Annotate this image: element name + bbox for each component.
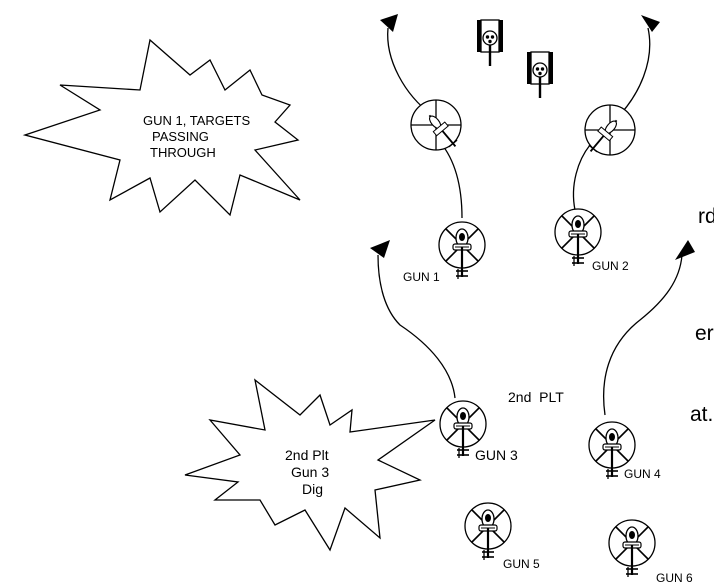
helicopter-icon bbox=[463, 501, 513, 562]
platoon-label: 2nd PLT bbox=[508, 389, 564, 405]
path-gun3-forward bbox=[377, 254, 456, 399]
path-gun2-approach bbox=[572, 144, 591, 211]
cropped-text-er: er bbox=[695, 322, 714, 345]
callout-burst-top: GUN 1, TARGETS PASSING THROUGH bbox=[22, 38, 301, 217]
callout-top-line-3: THROUGH bbox=[150, 145, 216, 160]
target-crosshair-right bbox=[584, 104, 636, 156]
callout-burst-bottom: 2nd Plt Gun 3 Dig bbox=[184, 378, 436, 552]
cropped-text-rd: rd bbox=[698, 205, 714, 228]
callout-bottom-line-2: Gun 3 bbox=[291, 464, 329, 480]
gun-6: GUN 6 bbox=[607, 518, 693, 585]
gun-1-label: GUN 1 bbox=[403, 270, 440, 284]
cropped-text-at: at. bbox=[690, 403, 714, 426]
helicopter-icon bbox=[437, 220, 487, 281]
enemy-tank-icon bbox=[525, 50, 555, 100]
gun-3-label: GUN 3 bbox=[475, 447, 518, 463]
path-gun1-approach bbox=[439, 141, 463, 219]
gun-6-label: GUN 6 bbox=[656, 571, 693, 585]
path-gun4-forward bbox=[602, 254, 683, 416]
gun-2: GUN 2 bbox=[553, 207, 629, 273]
gun-4: GUN 4 bbox=[587, 420, 661, 481]
callout-bottom-line-3: Dig bbox=[302, 481, 323, 497]
helicopter-icon bbox=[607, 518, 657, 579]
gun-4-label: GUN 4 bbox=[624, 467, 661, 481]
target-crosshair-left bbox=[410, 99, 462, 151]
gun-2-label: GUN 2 bbox=[592, 259, 629, 273]
gun-3: GUN 3 bbox=[438, 399, 518, 463]
arrowhead-icon bbox=[641, 15, 660, 32]
path-gun2-forward bbox=[614, 27, 651, 121]
starburst-shape bbox=[22, 38, 301, 217]
gun-5-label: GUN 5 bbox=[503, 557, 540, 571]
enemy-tank-icon bbox=[475, 18, 505, 68]
callout-top-line-2: PASSING bbox=[152, 129, 209, 144]
arrowhead-icon bbox=[675, 240, 695, 260]
starburst-shape bbox=[184, 378, 436, 552]
arrowhead-icon bbox=[370, 240, 390, 258]
helicopter-icon bbox=[553, 207, 603, 268]
callout-top-line-1: GUN 1, TARGETS bbox=[143, 113, 250, 128]
gun-1: GUN 1 bbox=[403, 220, 487, 284]
arrowhead-icon bbox=[380, 14, 398, 32]
callout-bottom-line-1: 2nd Plt bbox=[285, 447, 329, 463]
gun-5: GUN 5 bbox=[463, 501, 540, 571]
